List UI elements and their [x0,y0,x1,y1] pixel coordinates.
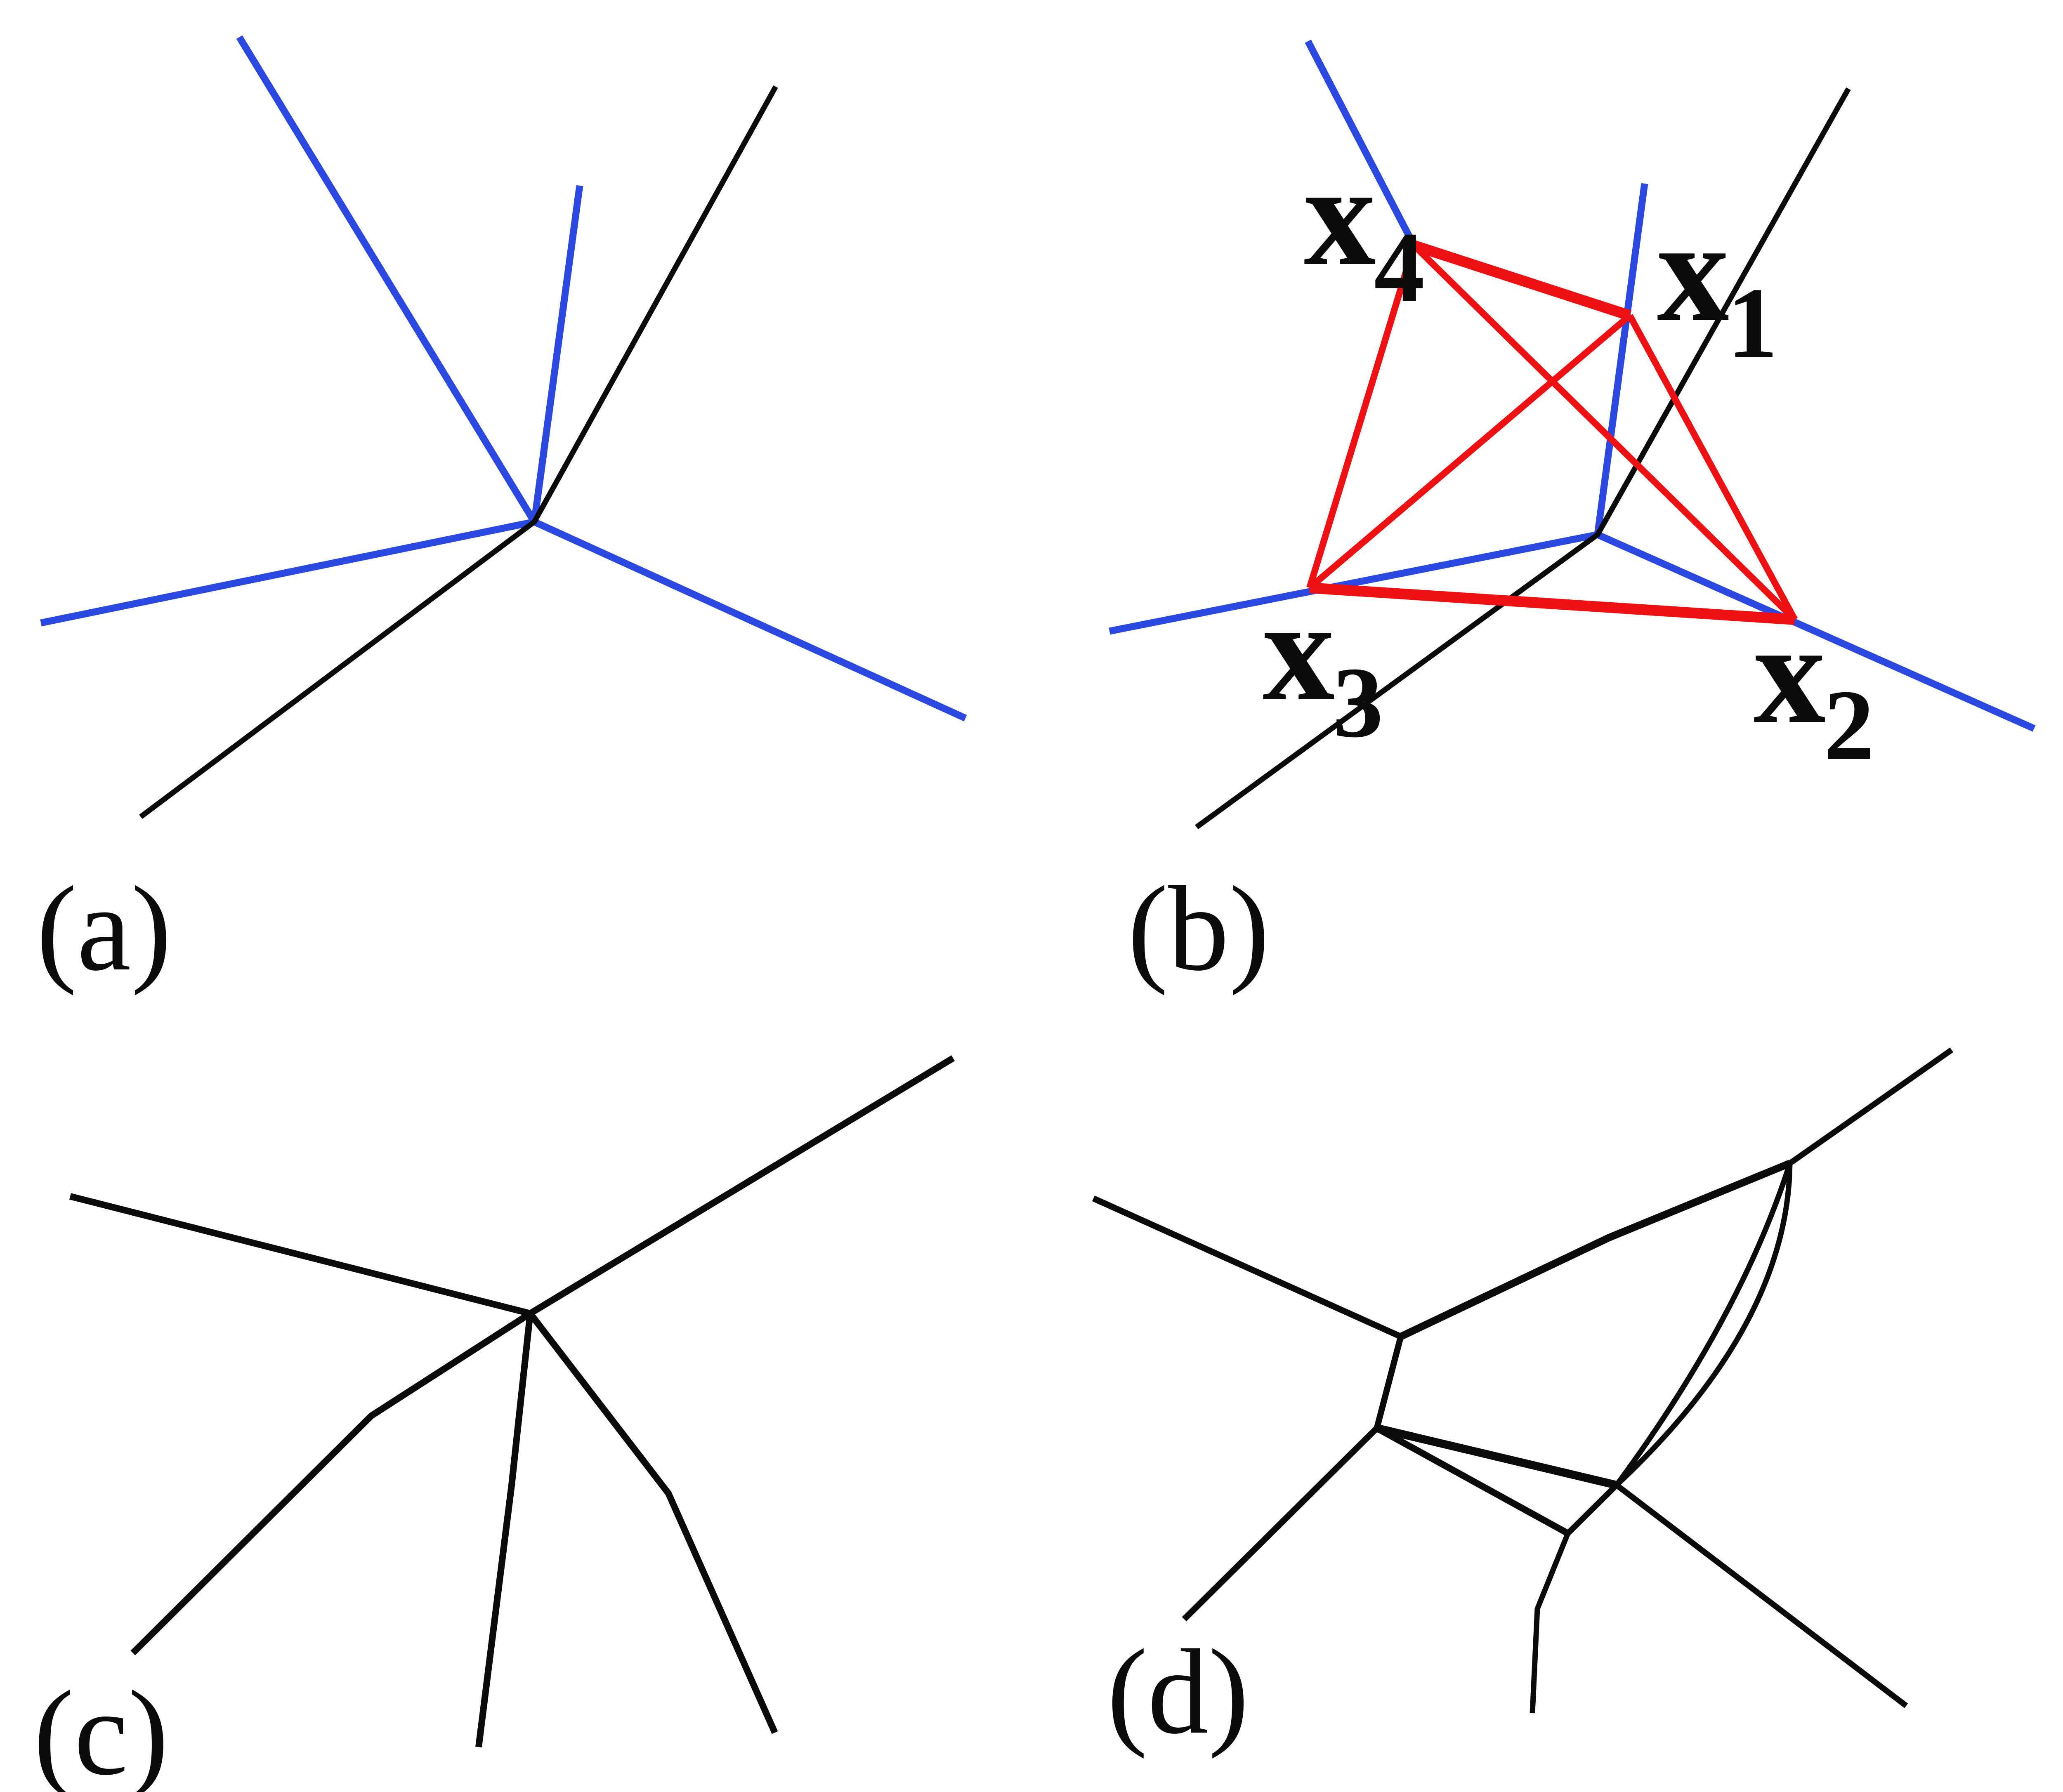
panel-b-bisector-polyline [1195,87,1851,830]
panel-d-edge-top-ray [1788,1047,1954,1166]
panel-a-bisector-polyline [139,85,778,819]
panel-b-voronoi-edge-upper-left [1305,40,1417,247]
panel-d-edge-left-ray [1092,1195,1402,1339]
panel-b-label: (b) [1128,861,1270,996]
panel-c-label: (c) [33,1665,168,1792]
panel-c: (c) [33,1055,955,1792]
panel-d-edge-lower-left-ray [1182,1426,1379,1622]
panel-d-sliver-edge-outer [1614,1162,1793,1487]
panel-c-edge-down [475,1313,533,1747]
panel-c-edge-upper-right [528,1055,955,1316]
panel-d-sliver-edge-inner [1615,1163,1793,1487]
panel-a: (a) [36,35,967,996]
panel-d-edge-lower-right-ray [1615,1483,1908,1708]
panel-a-voronoi-edge-lower-right [533,519,967,722]
panel-b-label-x3: x3 [1263,571,1383,758]
panel-b-red-edge-x4-x1 [1412,240,1632,321]
panel-b-red-edge-x4-x3 [1306,244,1417,589]
panel-d-edge-v1-v2 [1374,1336,1404,1429]
panel-c-edge-lower-right [527,1311,778,1734]
panel-b-voronoi-edge-up [1594,183,1648,535]
panel-b-red-edge-x1-x2 [1626,314,1798,621]
panel-a-voronoi-edge-up [531,185,583,523]
panel-a-voronoi-edge-left [40,518,535,627]
panel-d-edge-v1-top [1399,1160,1792,1340]
panel-b: x4 x1 x3 x2 (b) [1109,40,2036,996]
panel-d-edge-v2-v3 [1375,1425,1570,1537]
panel-b-label-x4: x4 [1304,135,1425,323]
panel-d-edge-mid-v2 [1376,1424,1618,1489]
panel-a-voronoi-edge-upper-left [236,35,538,524]
panel-d-label: (d) [1107,1624,1249,1759]
panel-d: (d) [1092,1047,1954,1759]
panel-c-edge-left [69,1193,531,1317]
panel-b-red-edge-x4-x2 [1412,243,1797,622]
panel-d-edge-mid-v3 [1566,1483,1619,1535]
panel-b-label-x2: x2 [1754,593,1874,781]
panel-b-red-edge-x3-x2 [1309,582,1795,625]
panel-b-red-edge-x1-x3 [1307,313,1632,591]
panel-b-voronoi-edge-left [1109,531,1598,635]
panel-b-voronoi-edge-lower-right [1596,531,2036,732]
panel-b-label-x1: x1 [1657,191,1778,379]
panel-a-label: (a) [36,861,171,996]
panel-d-edge-down-ray [1530,1532,1571,1714]
panel-c-edge-lower-left [130,1311,532,1655]
